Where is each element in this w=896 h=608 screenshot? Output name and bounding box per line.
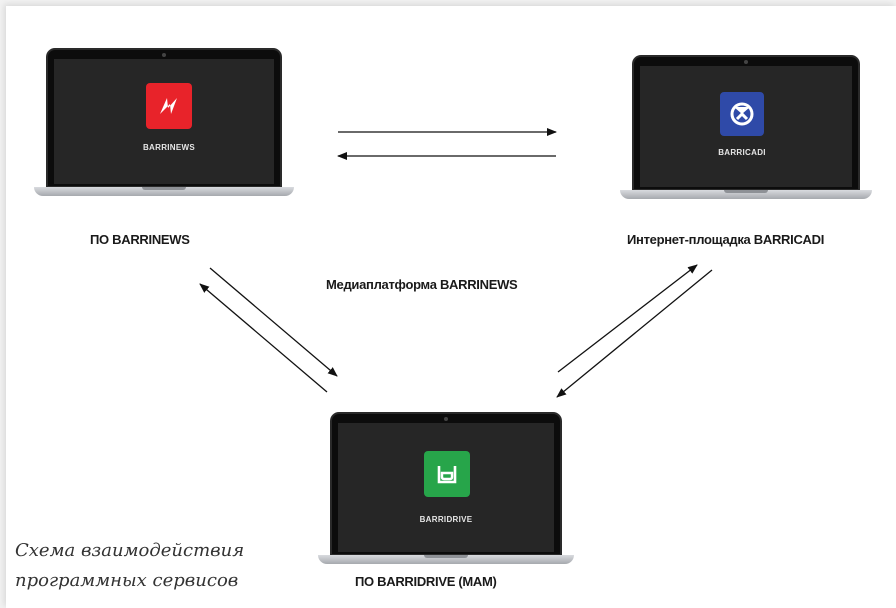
laptop-notch	[424, 555, 468, 558]
caption-line-1: Схема взаимодействия	[15, 540, 245, 561]
laptop-lid: BARRINEWS	[46, 48, 282, 188]
arrow-barridrive-to-barrinews	[199, 283, 328, 393]
laptop-lid: BARRICADI	[632, 55, 860, 191]
label-barrinews: ПО BARRINEWS	[90, 232, 190, 247]
laptop-barricadi: BARRICADI	[620, 55, 872, 199]
label-platform: Медиаплатформа BARRINEWS	[326, 277, 518, 292]
diagram-caption: Схема взаимодействия программных сервисо…	[15, 536, 244, 596]
label-barricadi: Интернет-площадка BARRICADI	[627, 232, 825, 247]
laptop-barrinews: BARRINEWS	[34, 48, 294, 196]
laptop-lid: BARRIDRIVE	[330, 412, 562, 556]
label-barridrive: ПО BARRIDRIVE (MAM)	[355, 574, 497, 589]
barridrive-logo-icon	[424, 451, 470, 497]
app-name-barridrive: BARRIDRIVE	[419, 515, 473, 524]
laptop-screen: BARRICADI	[640, 66, 852, 187]
laptop-base	[34, 187, 294, 196]
laptop-screen: BARRINEWS	[54, 59, 274, 184]
caption-line-2: программных сервисов	[15, 570, 239, 591]
camera-icon	[162, 53, 166, 57]
camera-icon	[744, 60, 748, 64]
app-name-barricadi: BARRICADI	[718, 148, 766, 157]
laptop-notch	[724, 190, 768, 193]
barricadi-logo-icon	[720, 92, 764, 136]
app-name-barrinews: BARRINEWS	[142, 143, 196, 152]
arrow-barrinews-to-barridrive	[209, 267, 338, 377]
laptop-barridrive: BARRIDRIVE	[318, 412, 574, 564]
laptop-base	[318, 555, 574, 564]
laptop-base	[620, 190, 872, 199]
laptop-screen: BARRIDRIVE	[338, 423, 554, 552]
barrinews-logo-icon	[146, 83, 192, 129]
camera-icon	[444, 417, 448, 421]
laptop-notch	[142, 187, 186, 190]
arrow-barricadi-to-barridrive	[556, 269, 713, 398]
arrow-barridrive-to-barricadi	[557, 264, 698, 373]
